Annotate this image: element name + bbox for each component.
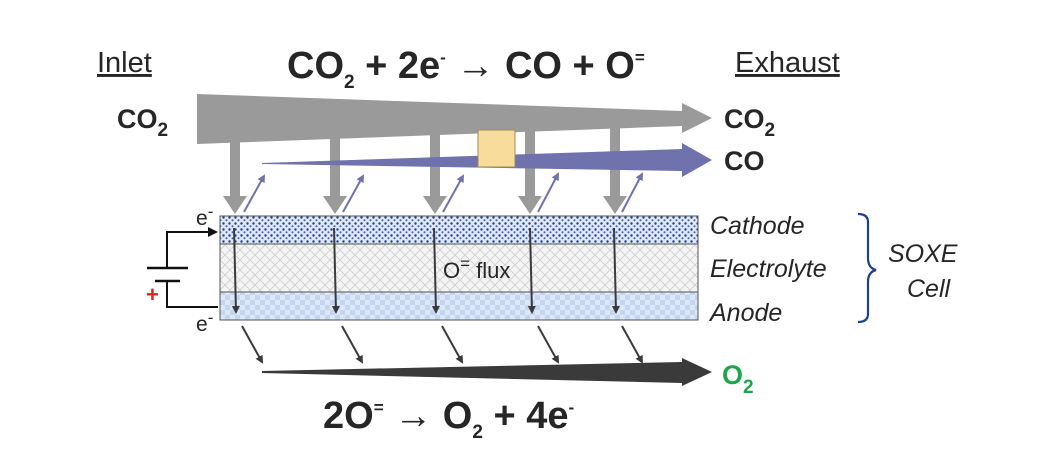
oxygen-flux-label: O= flux bbox=[443, 254, 510, 283]
external-circuit bbox=[147, 227, 218, 308]
marker-square bbox=[477, 129, 516, 168]
anode-layer bbox=[219, 291, 699, 321]
anode-label: Anode bbox=[708, 299, 782, 327]
o2-product-label: O2 bbox=[722, 360, 754, 398]
cell-bracket bbox=[857, 212, 877, 324]
inlet-co2-label: CO2 bbox=[117, 104, 168, 141]
co2-flow-arrow bbox=[197, 94, 712, 144]
exhaust-co-label: CO bbox=[724, 146, 765, 176]
electron-bottom-label: e- bbox=[196, 308, 213, 336]
electrolyte-layer bbox=[219, 243, 699, 293]
cathode-layer bbox=[219, 215, 699, 245]
inlet-header: Inlet bbox=[97, 47, 152, 79]
soxe-label-line2: Cell bbox=[907, 275, 952, 303]
cathode-reaction: CO2 + 2e- → CO + O= bbox=[287, 45, 645, 93]
anode-reaction: 2O= → O2 + 4e- bbox=[323, 395, 574, 443]
exhaust-header: Exhaust bbox=[735, 47, 840, 79]
o2-flow-arrow bbox=[262, 358, 712, 386]
soxe-label-line1: SOXE bbox=[888, 240, 958, 268]
exhaust-co2-label: CO2 bbox=[724, 104, 775, 141]
electron-top-label: e- bbox=[196, 202, 213, 230]
co-release-arrows bbox=[243, 172, 643, 213]
battery-plus-sign: + bbox=[146, 282, 159, 307]
electrolyte-label: Electrolyte bbox=[710, 255, 827, 283]
ion-flux-arrows bbox=[231, 227, 643, 364]
cathode-label: Cathode bbox=[710, 212, 805, 240]
